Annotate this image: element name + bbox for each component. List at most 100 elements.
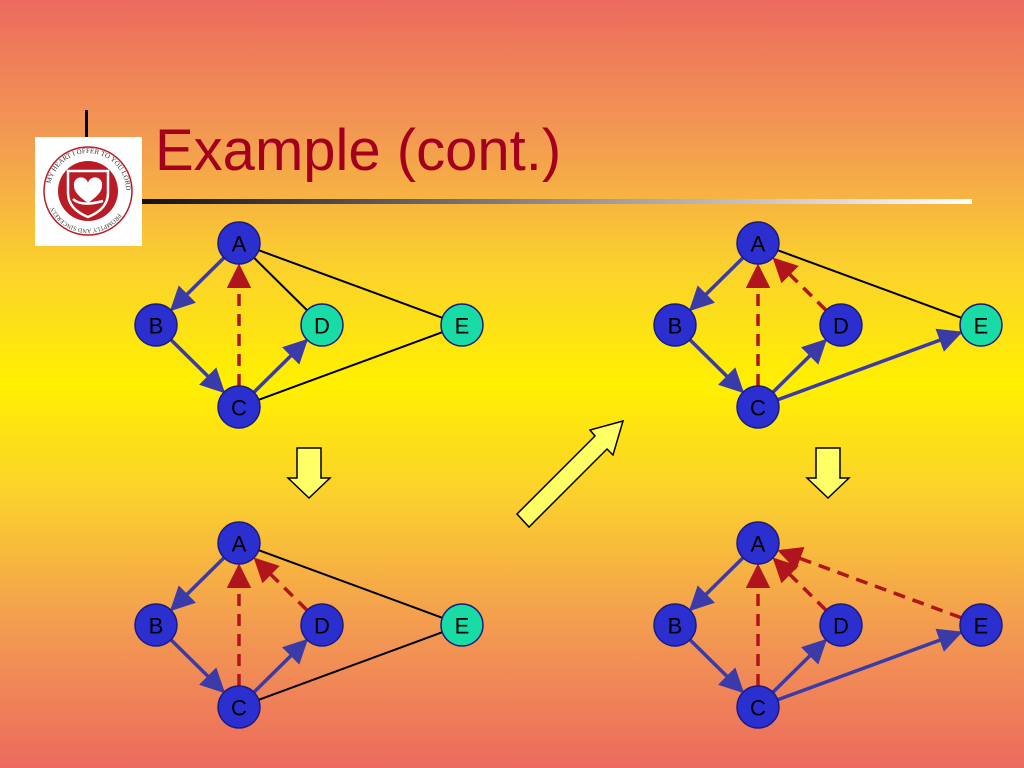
edge-A-E <box>258 249 443 319</box>
edge-A-E <box>777 249 962 319</box>
hand-icon <box>72 198 104 205</box>
panel-top-left: A B C D E <box>134 221 484 429</box>
node-A: A <box>736 221 780 265</box>
down-arrow-icon <box>286 447 332 500</box>
heart-icon <box>73 177 103 203</box>
node-label-C: C <box>231 396 247 421</box>
panel-bottom-right: A B C D E <box>653 521 1003 729</box>
logo-seal-icon: MY HEART I OFFER TO YOU LORD PROMPTLY AN… <box>43 146 133 236</box>
node-circle-D <box>300 303 344 347</box>
tree-edge-C-E <box>777 628 963 702</box>
diagonal-arrow-icon <box>515 419 625 529</box>
node-label-B: B <box>668 614 683 639</box>
node-circle-B <box>134 303 178 347</box>
node-circle-B <box>653 303 697 347</box>
node-circle-E <box>440 303 484 347</box>
node-label-A: A <box>751 532 766 557</box>
panel-top-right: A B C D E <box>653 221 1003 429</box>
tree-edge-B-C <box>169 338 226 394</box>
node-label-C: C <box>231 696 247 721</box>
node-C: C <box>217 385 261 429</box>
node-A: A <box>217 521 261 565</box>
node-label-E: E <box>974 314 989 339</box>
node-label-C: C <box>750 696 766 721</box>
slide-title: Example (cont.) <box>155 118 562 183</box>
node-D: D <box>300 603 344 647</box>
tree-edge-C-D <box>771 638 828 694</box>
school-logo: MY HEART I OFFER TO YOU LORD PROMPTLY AN… <box>35 137 142 246</box>
node-circle-D <box>300 603 344 647</box>
node-label-A: A <box>232 232 247 257</box>
tree-edge-C-D <box>771 338 828 394</box>
back-edge-D-A <box>253 557 309 612</box>
tree-edge-C-D <box>252 338 309 394</box>
node-E: E <box>440 603 484 647</box>
node-B: B <box>134 303 178 347</box>
tree-edge-B-C <box>169 638 226 694</box>
node-label-C: C <box>750 396 766 421</box>
node-B: B <box>134 603 178 647</box>
node-B: B <box>653 303 697 347</box>
tree-edge-C-D <box>252 638 309 694</box>
node-D: D <box>300 303 344 347</box>
node-circle-A <box>217 221 261 265</box>
edge-A-D <box>253 257 308 311</box>
node-circle-C <box>217 685 261 729</box>
node-circle-E <box>959 303 1003 347</box>
node-label-B: B <box>149 314 164 339</box>
node-label-B: B <box>668 314 683 339</box>
node-circle-D <box>819 303 863 347</box>
node-B: B <box>653 603 697 647</box>
node-C: C <box>736 385 780 429</box>
node-circle-D <box>819 603 863 647</box>
node-label-A: A <box>232 532 247 557</box>
node-E: E <box>959 603 1003 647</box>
node-label-A: A <box>751 232 766 257</box>
node-label-D: D <box>314 314 330 339</box>
tree-edge-B-C <box>688 638 745 694</box>
node-D: D <box>819 603 863 647</box>
node-C: C <box>217 685 261 729</box>
node-circle-C <box>736 385 780 429</box>
node-circle-E <box>959 603 1003 647</box>
node-label-D: D <box>833 314 849 339</box>
node-label-E: E <box>974 614 989 639</box>
node-circle-A <box>217 521 261 565</box>
node-A: A <box>217 221 261 265</box>
node-circle-C <box>217 385 261 429</box>
node-circle-C <box>736 685 780 729</box>
node-A: A <box>736 521 780 565</box>
node-circle-B <box>134 603 178 647</box>
panel-bottom-left: A B C D E <box>134 521 484 729</box>
node-label-E: E <box>455 314 470 339</box>
down-arrow-icon <box>805 447 851 500</box>
node-label-D: D <box>314 614 330 639</box>
edge-C-E <box>258 631 443 701</box>
graph-panels: A B C D E A B C D E A B C D E A B C D E <box>134 221 1003 729</box>
node-E: E <box>959 303 1003 347</box>
back-edge-E-A <box>777 547 962 620</box>
node-C: C <box>736 685 780 729</box>
node-D: D <box>819 303 863 347</box>
title-accent-bar <box>85 110 88 140</box>
tree-edge-A-B <box>688 256 745 312</box>
tree-edge-B-C <box>688 338 745 394</box>
node-label-E: E <box>455 614 470 639</box>
tree-edge-A-B <box>169 556 226 612</box>
tree-edge-A-B <box>688 556 745 612</box>
node-circle-A <box>736 221 780 265</box>
node-circle-A <box>736 521 780 565</box>
tree-edge-A-B <box>169 256 226 312</box>
edge-A-E <box>258 549 443 619</box>
node-label-D: D <box>833 614 849 639</box>
node-circle-E <box>440 603 484 647</box>
back-edge-D-A <box>772 257 828 312</box>
tree-edge-C-E <box>777 328 963 402</box>
title-underline <box>142 199 972 204</box>
node-E: E <box>440 303 484 347</box>
edge-C-E <box>258 331 443 401</box>
transition-arrows <box>286 419 851 529</box>
node-label-B: B <box>149 614 164 639</box>
node-circle-B <box>653 603 697 647</box>
